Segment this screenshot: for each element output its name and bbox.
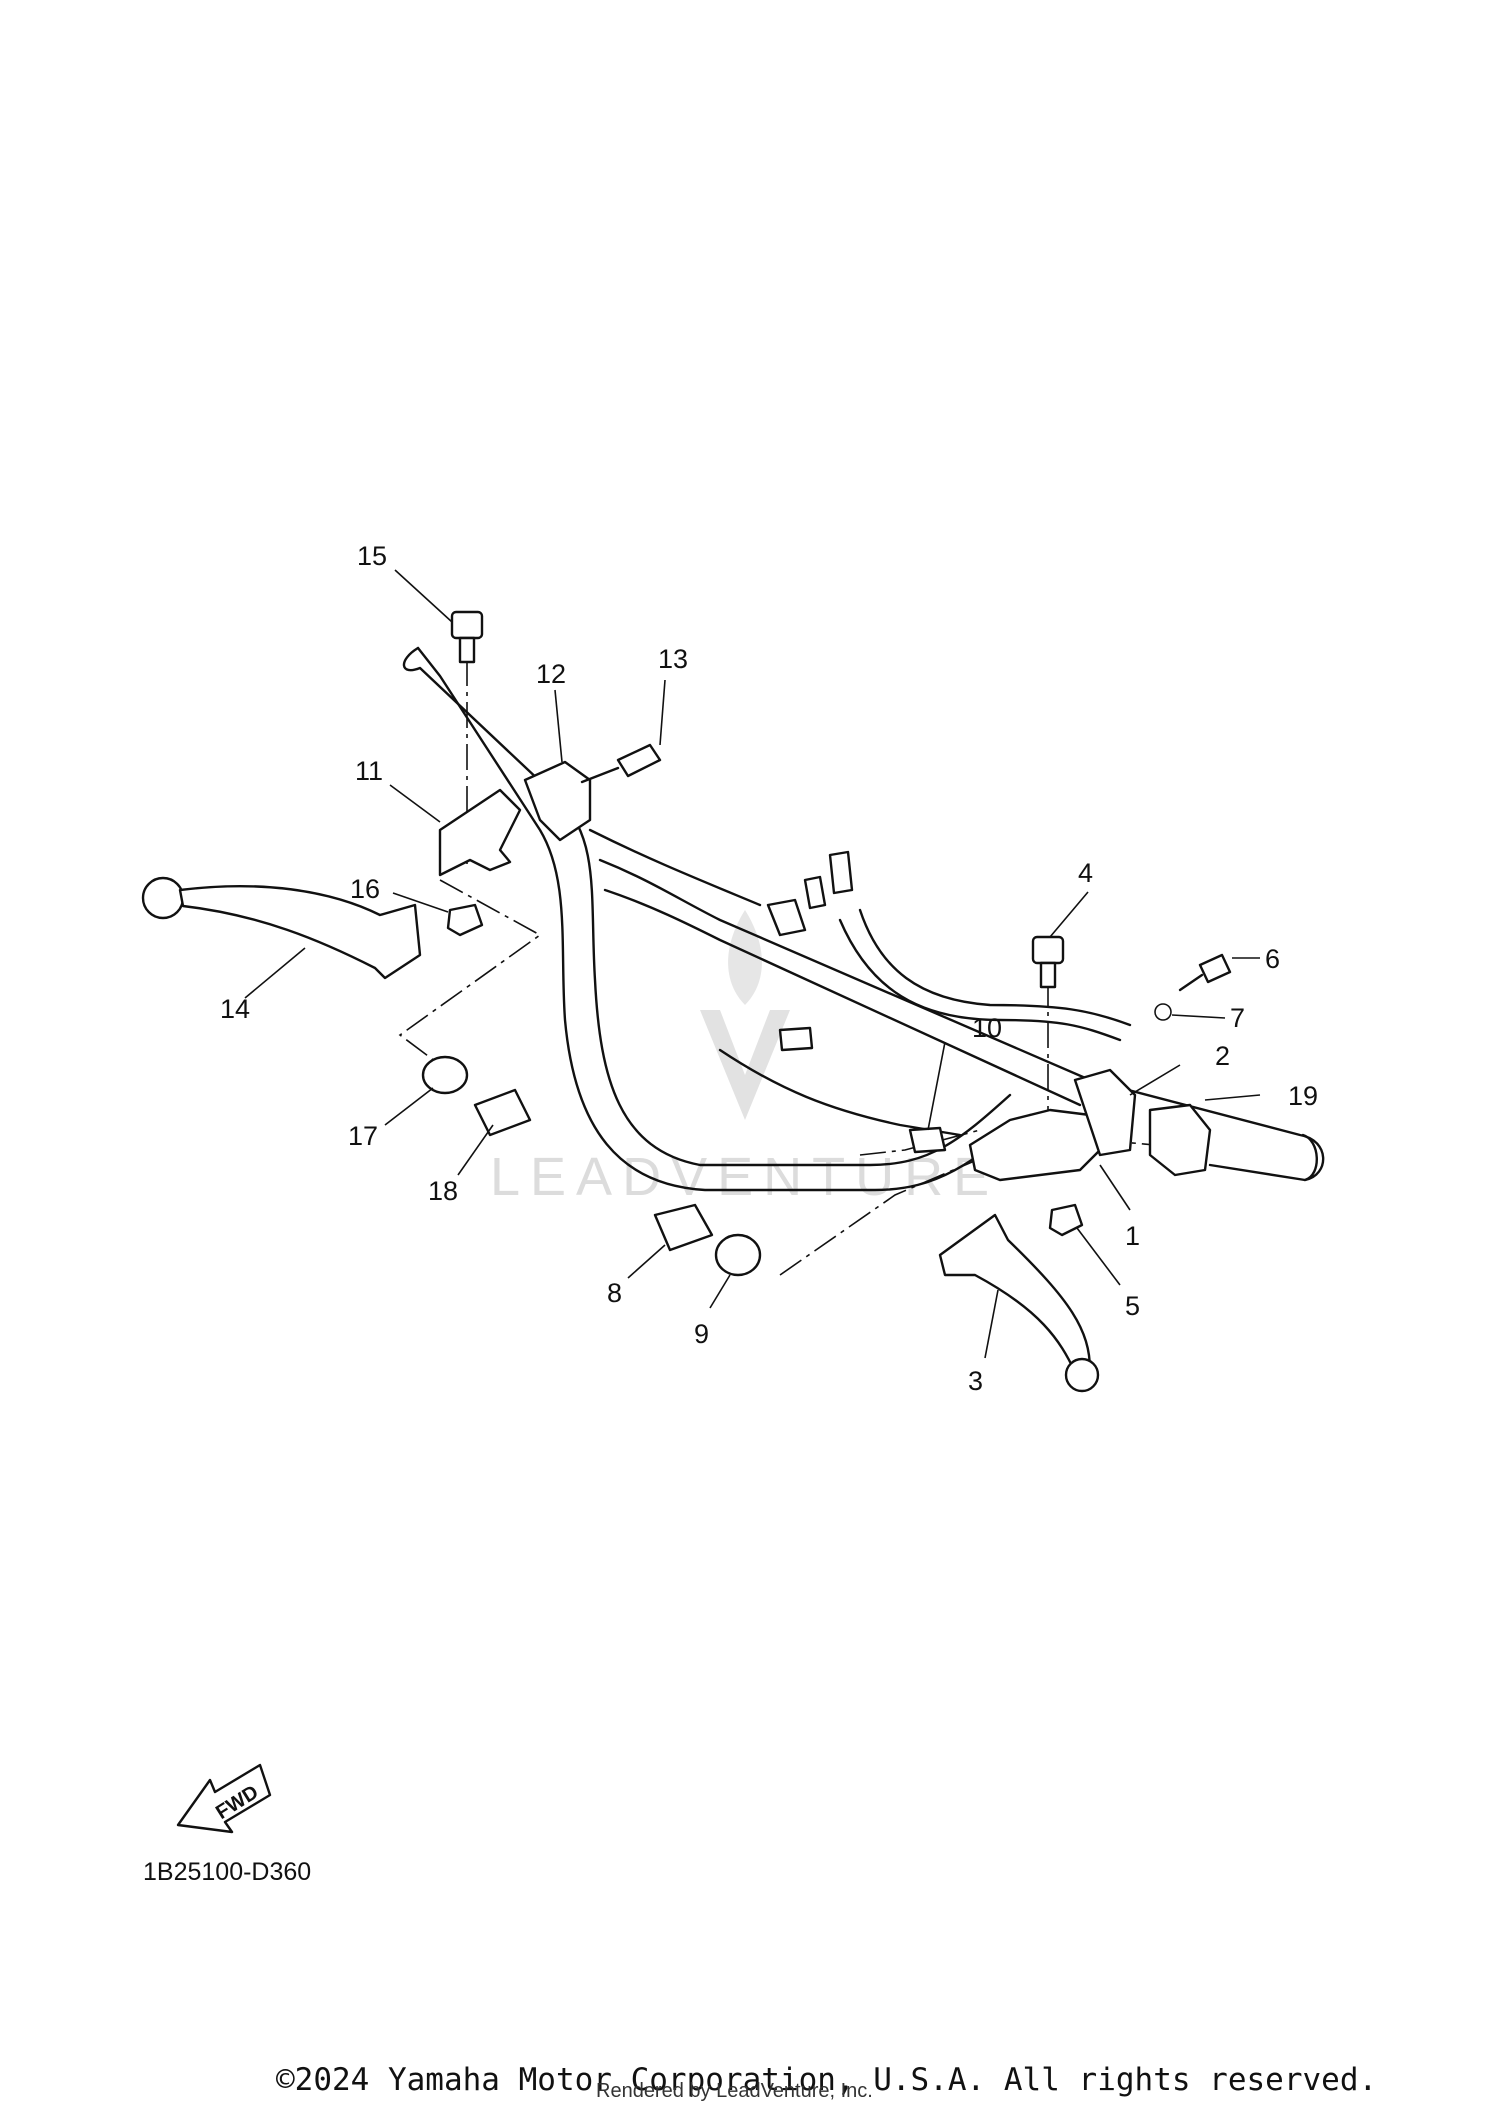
connector-upper (766, 898, 807, 937)
part-3-lever (938, 1213, 1100, 1393)
plug-b (828, 850, 854, 895)
part-1-lever-holder (968, 1108, 1102, 1182)
copyright-notice: ©2024 Yamaha Motor Corporation, U.S.A. A… (276, 2062, 1378, 2098)
part-16-nut (446, 903, 484, 937)
watermark-text: LEADVENTURE (490, 1147, 999, 1207)
callout-2: 2 (1215, 1041, 1230, 1071)
callout-19: 19 (1288, 1081, 1318, 1111)
callout-1: 1 (1125, 1221, 1140, 1251)
part-13-screw (580, 743, 662, 784)
fwd-arrow-icon: FWD (176, 1763, 272, 1834)
switch-cable-2 (718, 1048, 962, 1137)
callout-8: 8 (607, 1278, 622, 1308)
watermark: LEADVENTURE (490, 910, 999, 1207)
switch-cable (588, 828, 762, 907)
part-19-holder (1148, 1103, 1212, 1177)
callout-10: 10 (972, 1013, 1002, 1043)
callout-6: 6 (1265, 944, 1280, 974)
callout-15: 15 (357, 541, 387, 571)
part-4-bolt (1031, 935, 1065, 989)
plug-a (803, 875, 827, 910)
part-7-washer (1154, 1003, 1172, 1021)
callout-17: 17 (348, 1121, 378, 1151)
callout-12: 12 (536, 659, 566, 689)
callout-9: 9 (694, 1319, 709, 1349)
watermark-logo-icon (700, 1010, 790, 1120)
connector-lower (778, 1026, 814, 1052)
part-11-lever-holder (438, 788, 522, 877)
part-15-bolt (450, 610, 484, 664)
part-10-switch (908, 1126, 947, 1154)
callout-14: 14 (220, 994, 250, 1024)
callout-5: 5 (1125, 1291, 1140, 1321)
callout-13: 13 (658, 644, 688, 674)
part-9-nut (714, 1233, 762, 1277)
callout-7: 7 (1230, 1003, 1245, 1033)
part-17-nut (421, 1055, 469, 1095)
part-18-adjuster (473, 1088, 532, 1137)
callout-18: 18 (428, 1176, 458, 1206)
part-8-adjuster (653, 1203, 714, 1252)
part-5-nut (1048, 1203, 1084, 1237)
callout-3: 3 (968, 1366, 983, 1396)
part-2-bracket (1073, 1068, 1137, 1157)
part-14-lever (141, 876, 422, 980)
callout-16: 16 (350, 874, 380, 904)
callout-4: 4 (1078, 858, 1093, 888)
callout-11: 11 (355, 756, 383, 786)
callout-leaders (244, 569, 1261, 1359)
part-6-screw (1178, 953, 1232, 992)
part-code: 1B25100-D360 (143, 1858, 311, 1886)
part-12-switch (523, 760, 592, 842)
callouts: 1 2 3 4 5 6 7 8 9 10 11 12 13 14 15 16 1… (220, 541, 1318, 1396)
rendered-by: Rendered by LeadVenture, Inc. (596, 2080, 873, 2102)
